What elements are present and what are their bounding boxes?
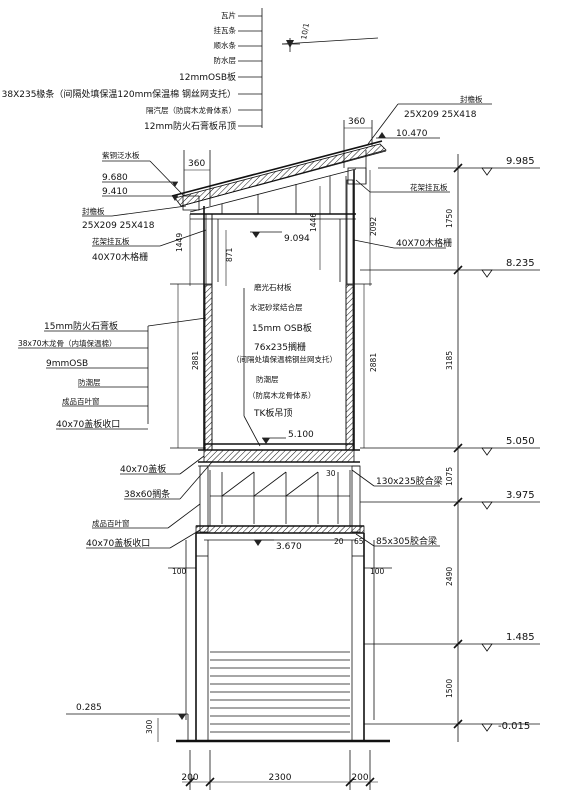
elev-5100: 5.100: [288, 430, 314, 440]
left-wall-hatch: [204, 284, 213, 451]
label-lattice-right: 花架挂瓦板: [410, 182, 448, 192]
upper-walls: [203, 170, 355, 451]
roof-callout-stack: 瓦片 挂瓦条 顺水条 防水层 12mmOSB板 38X235椽条（间隔处填保温1…: [2, 8, 263, 132]
columns: [66, 533, 390, 743]
elevation-5050: 5.050: [506, 436, 535, 447]
floor-insulation: [203, 449, 355, 463]
dim-1750: 1750: [445, 209, 454, 228]
floor-layer-frame: （防腐木龙骨体系）: [248, 390, 316, 400]
roof-slab: [174, 143, 387, 207]
dim-1075: 1075: [445, 467, 454, 486]
callout-tile: 瓦片: [221, 10, 236, 20]
dim-2881-right: 2881: [369, 353, 378, 372]
wall-layer-gypsum: 15mm防火石膏板: [44, 320, 118, 332]
elevation-1485: 1.485: [506, 632, 535, 643]
wall-layer-moisture: 防潮层: [78, 377, 101, 387]
floor-layer-ceiling: TK板吊顶: [253, 407, 292, 419]
roof: [171, 140, 387, 220]
label-joist: 38x60搁条: [124, 488, 170, 500]
wall-layer-cover: 40x70盖板收口: [56, 418, 120, 430]
label-eave-size-left: 25X209 25X418: [82, 221, 155, 231]
stair: [210, 651, 350, 733]
floor-callouts: 40x70盖板 38x60搁条 成品百叶窗 40x70盖板收口 130x235胶…: [86, 455, 443, 549]
label-eave-board-left: 封檐板: [82, 206, 105, 216]
label-cover-left: 40x70盖板: [120, 463, 166, 475]
slope-indicator: 10/1: [281, 22, 379, 52]
floor-layer-mortar: 水泥砂浆结合层: [250, 302, 303, 312]
right-wall-hatch: [345, 284, 354, 451]
dim-3185: 3185: [445, 351, 454, 370]
dim-2092: 2092: [369, 217, 378, 236]
slope-label: 10/1: [299, 22, 311, 40]
dim-360-left: 360: [188, 159, 205, 169]
dim-300: 300: [145, 719, 154, 734]
floor-layer-insulation: （间隔处填保温棉钢丝网支托）: [232, 354, 337, 364]
elevation-8235: 8.235: [506, 258, 535, 269]
callout-waterproof: 防水层: [214, 55, 237, 65]
elev-10470: 10.470: [396, 129, 428, 139]
callout-rafter: 38X235椽条（间隔处填保温120mm保温棉 钢丝网支托）: [2, 88, 236, 100]
floor-3975-slab: [195, 525, 365, 534]
label-eave-board-right: 封檐板: [460, 94, 483, 104]
left-callouts: 紫铜泛水板 360 9.680 9.410 封檐板 25X209 25X418 …: [82, 150, 211, 263]
floor-layer-joist: 76x235搁栅: [254, 341, 306, 353]
wall-layer-osb: 9mmOSB: [46, 359, 88, 369]
bottom-dimensions: 0.285 200 2300 200: [76, 703, 378, 790]
label-glulam-beam: 130x235胶合梁: [376, 475, 443, 487]
dim-360-right: 360: [348, 117, 365, 127]
callout-ceiling: 12mm防火石膏板吊顶: [144, 120, 236, 132]
label-lattice-size-left: 40X70木格栅: [92, 251, 148, 263]
elevation-9985: 9.985: [506, 156, 535, 167]
floor-assembly: [198, 449, 360, 467]
dim-30: 30: [326, 469, 336, 478]
dim-100-right: 100: [370, 567, 385, 576]
dim-871: 871: [225, 247, 234, 262]
dim-200-left: 200: [181, 773, 198, 783]
width-3670: 3.670: [276, 542, 302, 552]
floor-layer-callouts: 磨光石材板 水泥砂浆结合层 15mm OSB板 76x235搁栅 （间隔处填保温…: [232, 282, 337, 447]
dim-2490: 2490: [445, 567, 454, 586]
right-callouts: 封檐板 25X209 25X418 360 10.470 花架挂瓦板 40X70…: [343, 94, 492, 249]
label-glulam-post: 85x305胶合梁: [376, 535, 437, 547]
elevation-3975: 3.975: [506, 490, 535, 501]
dim-2300: 2300: [269, 773, 292, 783]
eave-left: [182, 195, 200, 211]
callout-counter-batten: 顺水条: [214, 40, 237, 50]
elevation-minus-0015: -0.015: [498, 721, 530, 732]
dim-2881-left: 2881: [191, 351, 200, 370]
elevation-axis: 9.985 8.235 5.050 3.975 1.485 -0.015 175…: [360, 154, 540, 742]
wall-layer-shutter: 成品百叶窗: [62, 396, 100, 406]
floor-layer-moisture: 防潮层: [256, 374, 279, 384]
elev-9410: 9.410: [102, 187, 128, 197]
wall-layer-callouts: 15mm防火石膏板 38x70木龙骨（内填保温棉） 9mmOSB 防潮层 成品百…: [18, 317, 207, 430]
dim-1449: 1449: [175, 233, 184, 252]
label-shutter-lower: 成品百叶窗: [92, 518, 130, 528]
label-cover-close-lower: 40x70盖板收口: [86, 537, 150, 549]
lower-frame: [195, 465, 365, 541]
floor-layer-osb: 15mm OSB板: [252, 322, 312, 334]
callout-vapor: 隔汽层（防腐木龙骨体系）: [146, 105, 236, 115]
dim-100-left: 100: [172, 567, 187, 576]
callout-tile-batten: 挂瓦条: [214, 25, 237, 35]
dim-1446: 1446: [309, 213, 318, 232]
elev-0285: 0.285: [76, 703, 102, 713]
label-flashing: 紫铜泛水板: [102, 150, 140, 160]
elev-9680: 9.680: [102, 173, 128, 183]
dim-20: 20: [334, 537, 344, 546]
label-lattice-size-right: 40X70木格栅: [396, 237, 452, 249]
floor-layer-stone: 磨光石材板: [254, 282, 292, 292]
callout-osb: 12mmOSB板: [179, 71, 236, 83]
dim-65: 65: [354, 537, 364, 546]
dim-200-right: 200: [351, 773, 368, 783]
dim-1500: 1500: [445, 679, 454, 698]
label-eave-size-right: 25X209 25X418: [404, 110, 477, 120]
wall-layer-stud: 38x70木龙骨（内填保温棉）: [18, 338, 117, 348]
inner-dimensions: 9.094 1449 871 1446 2092 2881 2881 5.100…: [145, 170, 392, 742]
elev-9094: 9.094: [284, 234, 310, 244]
label-lattice-left: 花架挂瓦板: [92, 236, 130, 246]
